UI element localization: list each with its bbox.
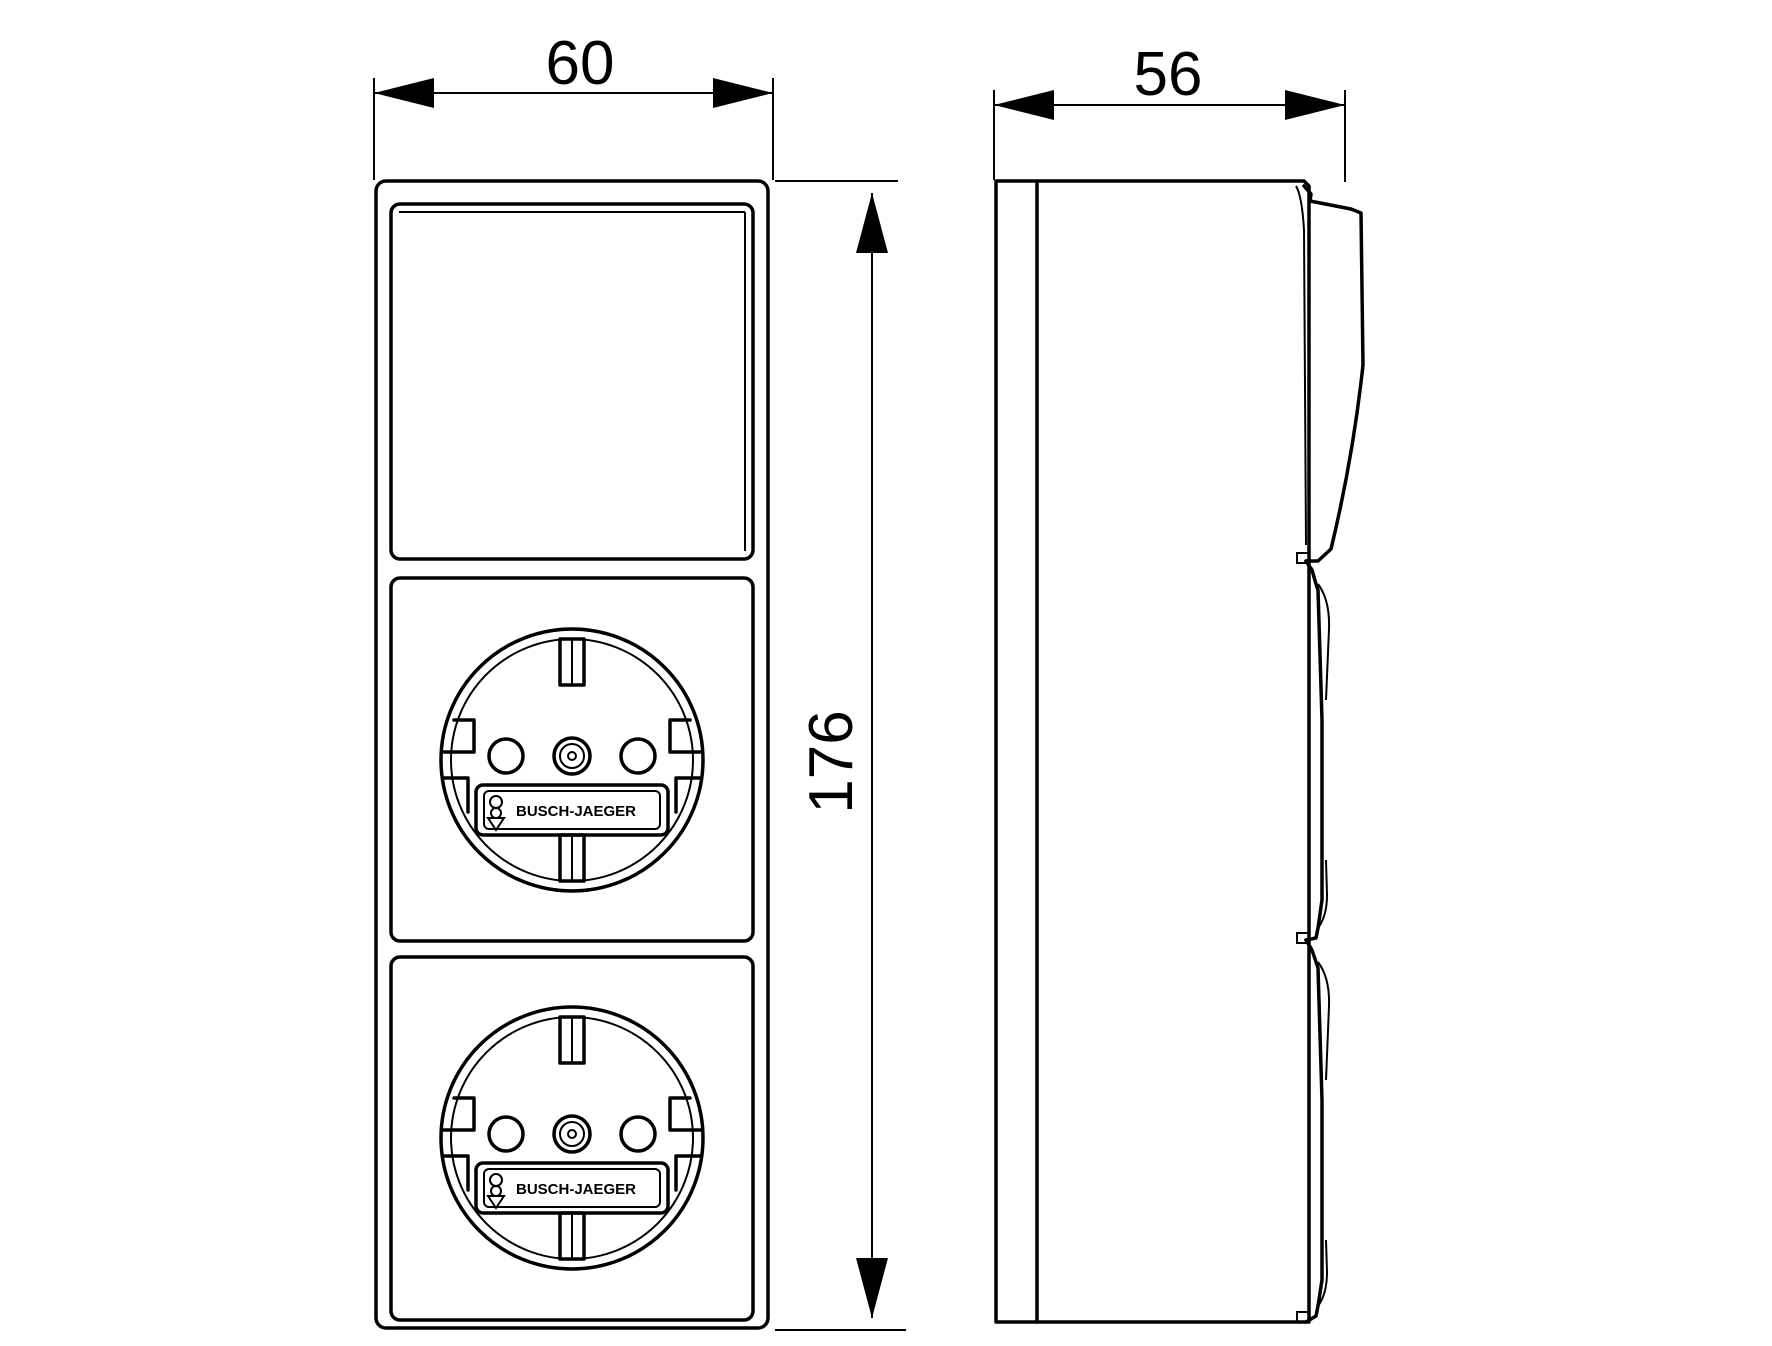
depth-dimension: 56 [993, 40, 1346, 182]
logo-icon [486, 1195, 506, 1210]
side-view: 56 [993, 40, 1365, 1324]
brand-label-frame [474, 1161, 670, 1215]
side-guide-left [442, 718, 476, 754]
pin-hole-right [619, 1115, 657, 1153]
depth-label: 56 [1134, 40, 1203, 109]
socket-outer-ring [439, 1005, 705, 1271]
socket-module-2: BUSCH-JAEGER [389, 955, 755, 1322]
socket-plate [389, 955, 755, 1322]
hinge-notch-2 [1296, 932, 1310, 944]
pin-hole-left [487, 1115, 525, 1153]
width-label: 60 [546, 29, 615, 98]
pin-hole-left [487, 737, 525, 775]
brand-text: BUSCH-JAEGER [516, 1181, 636, 1198]
side-guide-right [668, 1096, 702, 1132]
logo-icon [486, 817, 506, 832]
housing-side [994, 179, 1311, 1324]
brand-text: BUSCH-JAEGER [516, 803, 636, 820]
front-view: 60 176 [373, 29, 906, 1331]
width-dimension: 60 [373, 29, 774, 180]
center-screw [552, 736, 592, 776]
arrowhead-right [713, 78, 773, 108]
socket-module-1: BUSCH-JAEGER [389, 576, 755, 943]
brand-label-frame [474, 783, 670, 837]
height-dimension: 176 [775, 180, 906, 1331]
pin-hole-right [619, 737, 657, 775]
height-label: 176 [797, 710, 866, 813]
switch-cover-profile [1302, 184, 1365, 563]
socket-plate [389, 576, 755, 943]
arrowhead-left [994, 90, 1054, 120]
socket-outer-ring [439, 627, 705, 893]
switch-rocker [389, 202, 755, 561]
outer-frame [374, 179, 770, 1330]
arrowhead-bottom [856, 1258, 888, 1318]
switch-panel [389, 202, 755, 561]
side-guide-right [668, 718, 702, 754]
hinge-notch-1 [1296, 552, 1310, 564]
center-screw [552, 1114, 592, 1154]
socket-lid-2-profile [1304, 938, 1324, 1324]
arrowhead-left [374, 78, 434, 108]
arrowhead-right [1285, 90, 1345, 120]
side-guide-left [442, 1096, 476, 1132]
hinge-notch-3 [1296, 1311, 1310, 1323]
arrowhead-top [856, 193, 888, 253]
socket-lid-1-profile [1304, 559, 1324, 942]
